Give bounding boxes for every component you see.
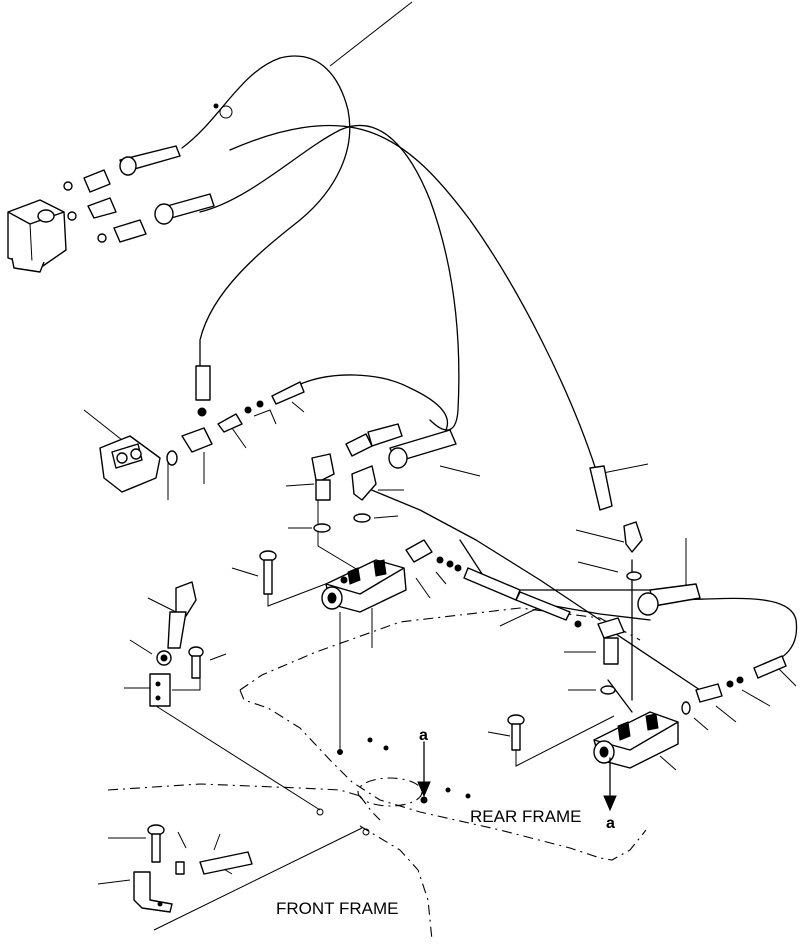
middle-fittings [311,423,462,572]
right-fittings [463,465,787,751]
leader-lines [83,1,797,931]
view-arrow-a-bottom: a [603,757,617,832]
hose-lines [181,55,798,713]
view-arrow-a-top: a [417,727,431,798]
view-label-a-bottom: a [606,815,615,832]
front-frame-label: FRONT FRAME [276,899,398,918]
left-bracket [99,365,305,493]
middle-valve-block [321,559,407,613]
top-left-fittings [63,145,215,243]
view-label-a-top: a [419,727,428,744]
left-bolts [149,550,277,707]
front-frame-parts [133,824,253,913]
right-valve-block [593,711,679,769]
top-left-valve-block [7,103,233,273]
frame-outline [107,607,647,941]
frame-holes [316,737,471,836]
rear-frame-label: REAR FRAME [470,807,581,826]
